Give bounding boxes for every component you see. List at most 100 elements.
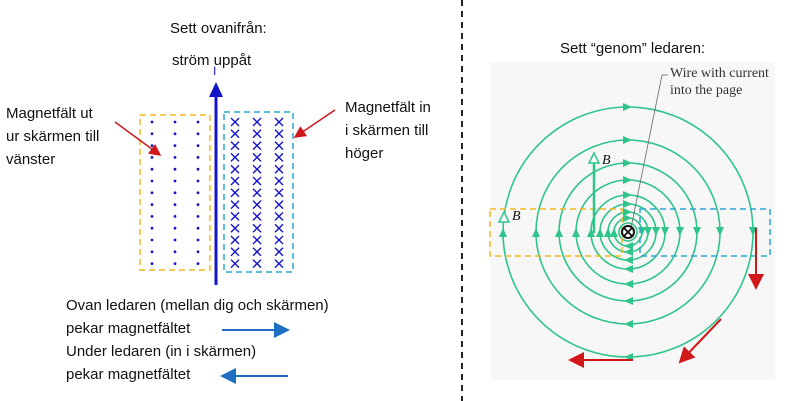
field-cross (274, 141, 284, 151)
field-dot (173, 179, 177, 183)
field-dot (196, 238, 200, 242)
b-vector-inner-head (587, 151, 601, 164)
field-cross (230, 259, 240, 269)
field-out-dots (150, 120, 200, 265)
current-label: I (213, 64, 217, 78)
field-cross (230, 129, 240, 139)
field-cross (230, 176, 240, 186)
field-dot (173, 167, 177, 171)
field-cross (252, 200, 262, 210)
field-cross (274, 129, 284, 139)
field-cross (274, 117, 284, 127)
field-cross (252, 141, 262, 151)
wire-label-leader (630, 74, 663, 229)
field-cross (230, 211, 240, 221)
field-dot (173, 203, 177, 207)
field-dot (150, 250, 154, 254)
field-cross (230, 247, 240, 257)
field-direction-arrow (623, 191, 632, 199)
field-cross (252, 223, 262, 233)
field-cross (274, 164, 284, 174)
bottom-line-1: Ovan ledaren (mellan dig och skärmen) (66, 297, 329, 314)
field-cross (230, 164, 240, 174)
field-dot (150, 167, 154, 171)
field-dot (173, 226, 177, 230)
field-direction-arrow (623, 200, 632, 208)
field-dot (173, 120, 177, 124)
field-direction-arrow (596, 228, 604, 237)
field-direction-arrow (623, 159, 632, 167)
field-dot (196, 167, 200, 171)
field-direction-arrow (676, 227, 684, 236)
left-note-line: vänster (6, 151, 56, 168)
field-dot (150, 191, 154, 195)
field-cross (252, 211, 262, 221)
bottom-line-2: pekar magnetfältet (66, 320, 191, 337)
field-in-crosses (230, 117, 284, 269)
field-cross (230, 152, 240, 162)
yellow-box-left (139, 114, 211, 271)
field-dot (150, 262, 154, 265)
field-direction-arrow (623, 136, 632, 144)
red-pointer-right (293, 109, 336, 138)
field-cross (252, 164, 262, 174)
field-direction-arrow (624, 265, 633, 273)
field-dot (150, 120, 154, 124)
field-cross (274, 200, 284, 210)
field-cross (230, 117, 240, 127)
field-dot (150, 179, 154, 183)
field-dot (150, 132, 154, 136)
field-direction-arrow (555, 228, 563, 237)
field-direction-arrow (644, 227, 652, 236)
field-direction-arrow (499, 228, 507, 237)
field-direction-arrow (716, 227, 724, 236)
bottom-line-4: pekar magnetfältet (66, 366, 191, 383)
left-note-line: Magnetfält ut (6, 105, 93, 122)
field-cross (230, 188, 240, 198)
field-dot (173, 262, 177, 265)
field-dot (150, 226, 154, 230)
field-dot (150, 215, 154, 218)
field-dot (173, 191, 177, 195)
field-direction-arrow (623, 208, 632, 216)
field-direction-arrow (624, 320, 633, 328)
field-dot (196, 191, 200, 195)
field-direction-arrow (604, 228, 612, 237)
field-cross (252, 188, 262, 198)
field-direction-arrow (624, 242, 633, 250)
field-cross (230, 223, 240, 233)
field-cross (274, 259, 284, 269)
field-direction-arrow (572, 228, 580, 237)
field-cross (274, 188, 284, 198)
field-direction-arrow (623, 214, 632, 222)
b-label-outer: B (512, 209, 521, 224)
field-cross (252, 247, 262, 257)
field-cross (252, 235, 262, 245)
left-note-line: ur skärmen till (6, 128, 100, 145)
field-direction-arrow (610, 228, 618, 237)
field-cross (252, 176, 262, 186)
field-dot (173, 144, 177, 148)
field-direction-arrow (624, 280, 633, 288)
field-cross (252, 259, 262, 269)
right-note-line: i skärmen till (345, 122, 429, 139)
field-dot (196, 250, 200, 254)
wire-label-2: into the page (670, 83, 743, 98)
field-dot (173, 250, 177, 254)
field-dot (196, 144, 200, 148)
b-label-inner: B (602, 153, 611, 168)
field-dot (150, 203, 154, 207)
wire-arrowhead (209, 82, 223, 97)
field-dot (173, 238, 177, 242)
field-direction-arrow (652, 227, 660, 236)
field-direction-arrow (532, 228, 540, 237)
field-dot (150, 238, 154, 242)
left-title-1: Sett ovanifrån: (170, 20, 267, 37)
field-line (618, 222, 638, 242)
field-circles (499, 103, 757, 361)
right-note-line: höger (345, 145, 384, 162)
field-cross (274, 152, 284, 162)
field-direction-arrow (623, 103, 632, 111)
wire-label-1: Wire with current (670, 66, 769, 81)
